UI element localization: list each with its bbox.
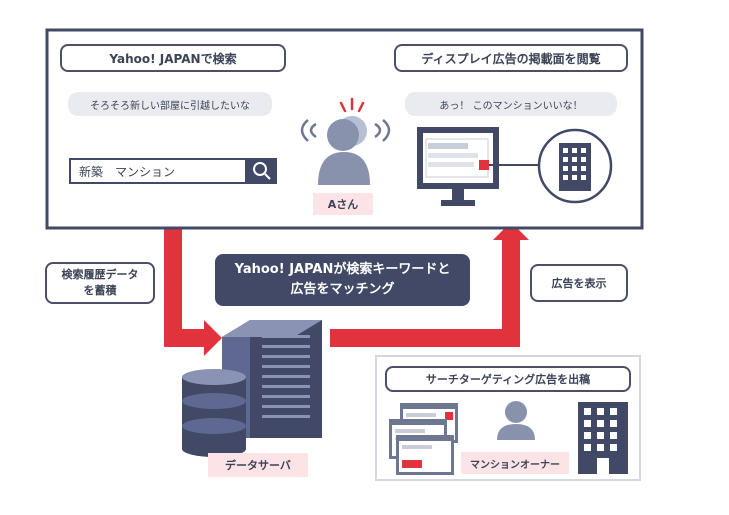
search-step-label: Yahoo! JAPANで検索 — [60, 44, 286, 72]
database-icon — [182, 369, 246, 457]
person-a-icon — [318, 116, 370, 185]
history-label: 検索履歴データ を蓄積 — [45, 262, 155, 304]
view-step-label: ディスプレイ広告の掲載面を閲覧 — [394, 44, 628, 72]
building-circle-icon — [537, 128, 613, 204]
person-a-label: Aさん — [313, 193, 373, 215]
building-icon — [578, 402, 628, 474]
search-icon — [253, 162, 271, 180]
server-label: データサーバ — [208, 453, 308, 477]
thought-bubble-right: あっ！ このマンションいいな！ — [405, 92, 617, 116]
owner-label: マンションオーナー — [461, 452, 569, 474]
monitor-icon — [417, 127, 499, 206]
thought-bubble-left: そろそろ新しい部屋に引越したいな — [68, 92, 272, 116]
advertiser-title: サーチターゲティング広告を出稿 — [385, 366, 631, 392]
then-arrow-label: その後 — [315, 52, 352, 67]
exclaim-icon — [339, 97, 365, 113]
show-ad-label: 広告を表示 — [530, 264, 628, 302]
search-box: 新築 マンション — [69, 158, 247, 184]
search-button-bg — [247, 158, 277, 184]
matching-box: Yahoo! JAPANが検索キーワードと 広告をマッチング — [215, 254, 470, 306]
motion-lines — [300, 119, 391, 142]
owner-person-icon — [497, 401, 535, 440]
ad-cards-icon — [389, 403, 458, 475]
